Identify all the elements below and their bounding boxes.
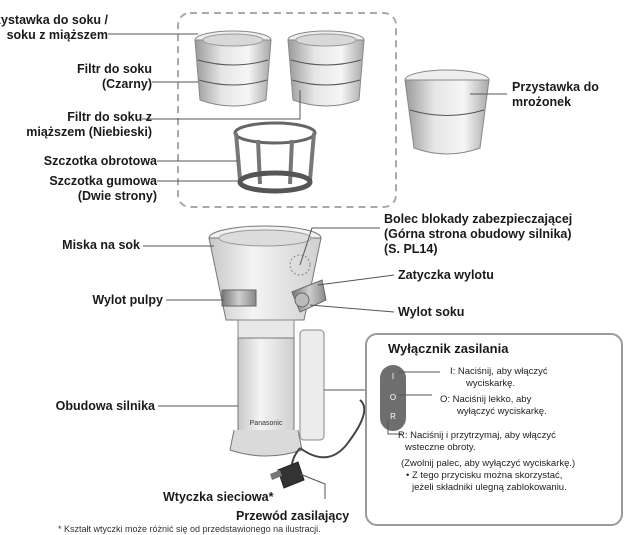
filter-black — [194, 30, 272, 107]
label-juice-outlet: Wylot soku — [398, 305, 465, 319]
brand-logo: Panasonic — [250, 420, 283, 427]
panel-title: Wyłącznik zasilania — [388, 341, 509, 356]
leader-lines — [108, 33, 507, 511]
label-juice-attachment: Przystawka do soku /soku z miąższem — [0, 13, 108, 42]
reverse-text-4: • Z tego przycisku można skorzystać, — [406, 470, 563, 481]
label-pulp-outlet: Wylot pulpy — [92, 293, 163, 307]
accessories-dashed-box — [177, 12, 397, 208]
footnote: * Kształt wtyczki może różnić się od prz… — [58, 524, 321, 534]
juicer: Panasonic — [208, 225, 366, 489]
label-filter-black: Filtr do soku(Czarny) — [77, 62, 152, 91]
off-text-1: O: Naciśnij lekko, aby — [440, 394, 532, 405]
label-motor-housing: Obudowa silnika — [55, 399, 155, 413]
label-juice-bowl: Miska na sok — [62, 238, 140, 252]
label-power-cord: Przewód zasilający — [236, 509, 350, 523]
filter-blue — [287, 30, 365, 107]
off-text-2: wyłączyć wyciskarkę. — [457, 406, 547, 417]
on-text-2: wyciskarkę. — [466, 378, 516, 389]
label-rubber-brush: Szczotka gumowa(Dwie strony) — [49, 174, 157, 203]
power-switch-panel — [365, 333, 623, 526]
label-safety-pin: Bolec blokady zabezpieczającej(Górna str… — [384, 212, 573, 256]
label-plug: Wtyczka sieciowa* — [163, 490, 274, 504]
label-outlet-cap: Zatyczka wylotu — [398, 268, 494, 282]
reverse-text-1: R: Naciśnij i przytrzymaj, aby włączyć — [398, 430, 556, 441]
reverse-text-3: (Zwolnij palec, aby wyłączyć wyciskarkę.… — [401, 458, 576, 469]
reverse-text-2: wsteczne obroty. — [405, 442, 476, 453]
reverse-text-5: jeżeli składniki ulegną zablokowaniu. — [412, 482, 567, 493]
frozen-attachment — [404, 69, 490, 155]
on-text-1: I: Naciśnij, aby włączyć — [450, 366, 548, 377]
label-rotating-brush: Szczotka obrotowa — [43, 154, 157, 168]
rotating-brush — [233, 121, 317, 194]
